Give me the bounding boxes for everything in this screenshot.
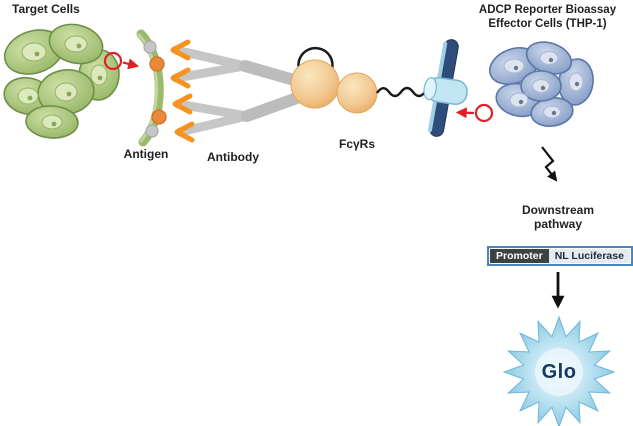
glo-starburst-icon [502, 315, 616, 426]
fab-tip-orange [174, 121, 195, 143]
target-cell-nuclei [17, 35, 108, 130]
membrane-gray-dot [145, 124, 159, 138]
target-membrane-arc [136, 29, 167, 147]
fcgr-receptor [290, 46, 426, 114]
target-cells-label: Target Cells [12, 2, 80, 16]
nl-luciferase-segment: NL Luciferase [548, 249, 630, 263]
antibody-bottom [172, 88, 314, 143]
antibody-top [170, 39, 314, 90]
fab-tip-orange [172, 93, 193, 115]
effector-header-line1: ADCP Reporter Bioassay [478, 4, 617, 16]
downstream-pathway-label: Downstream pathway [512, 203, 604, 232]
nucleoli-dots [27, 43, 103, 127]
effector-cell-cluster [488, 41, 594, 127]
effector-cell-nuclei [503, 50, 584, 119]
fcgrs-label: FcγRs [338, 137, 376, 151]
downstream-line2: pathway [533, 217, 582, 232]
effector-nucleoli-dots [513, 57, 580, 116]
effector-cells-header: ADCP Reporter Bioassay Effector Cells (T… [462, 3, 633, 32]
antigen-label: Antigen [123, 147, 169, 161]
membrane-gray-dot [143, 40, 157, 54]
lightning-bolt-icon [541, 146, 558, 182]
effector-membrane [423, 39, 468, 137]
binding-arrow-right-icon [455, 103, 494, 123]
reporter-construct: Promoter NL Luciferase [487, 246, 633, 266]
glo-label: Glo [541, 361, 577, 383]
antigen-dot [151, 109, 167, 125]
effector-header-line2: Effector Cells (THP-1) [488, 18, 607, 31]
promoter-segment: Promoter [490, 249, 549, 263]
receptor-cylinder [423, 77, 468, 105]
antigen-dot [149, 56, 165, 72]
binding-arrow-left-icon [103, 51, 140, 71]
antibody-label: Antibody [207, 150, 259, 164]
transmembrane-squiggle [376, 86, 426, 98]
downstream-line1: Downstream [521, 203, 595, 217]
target-cell-cluster [3, 23, 120, 139]
fab-tip-orange [170, 67, 191, 89]
fab-tip-orange [170, 39, 191, 61]
receptor-loop [297, 46, 334, 75]
